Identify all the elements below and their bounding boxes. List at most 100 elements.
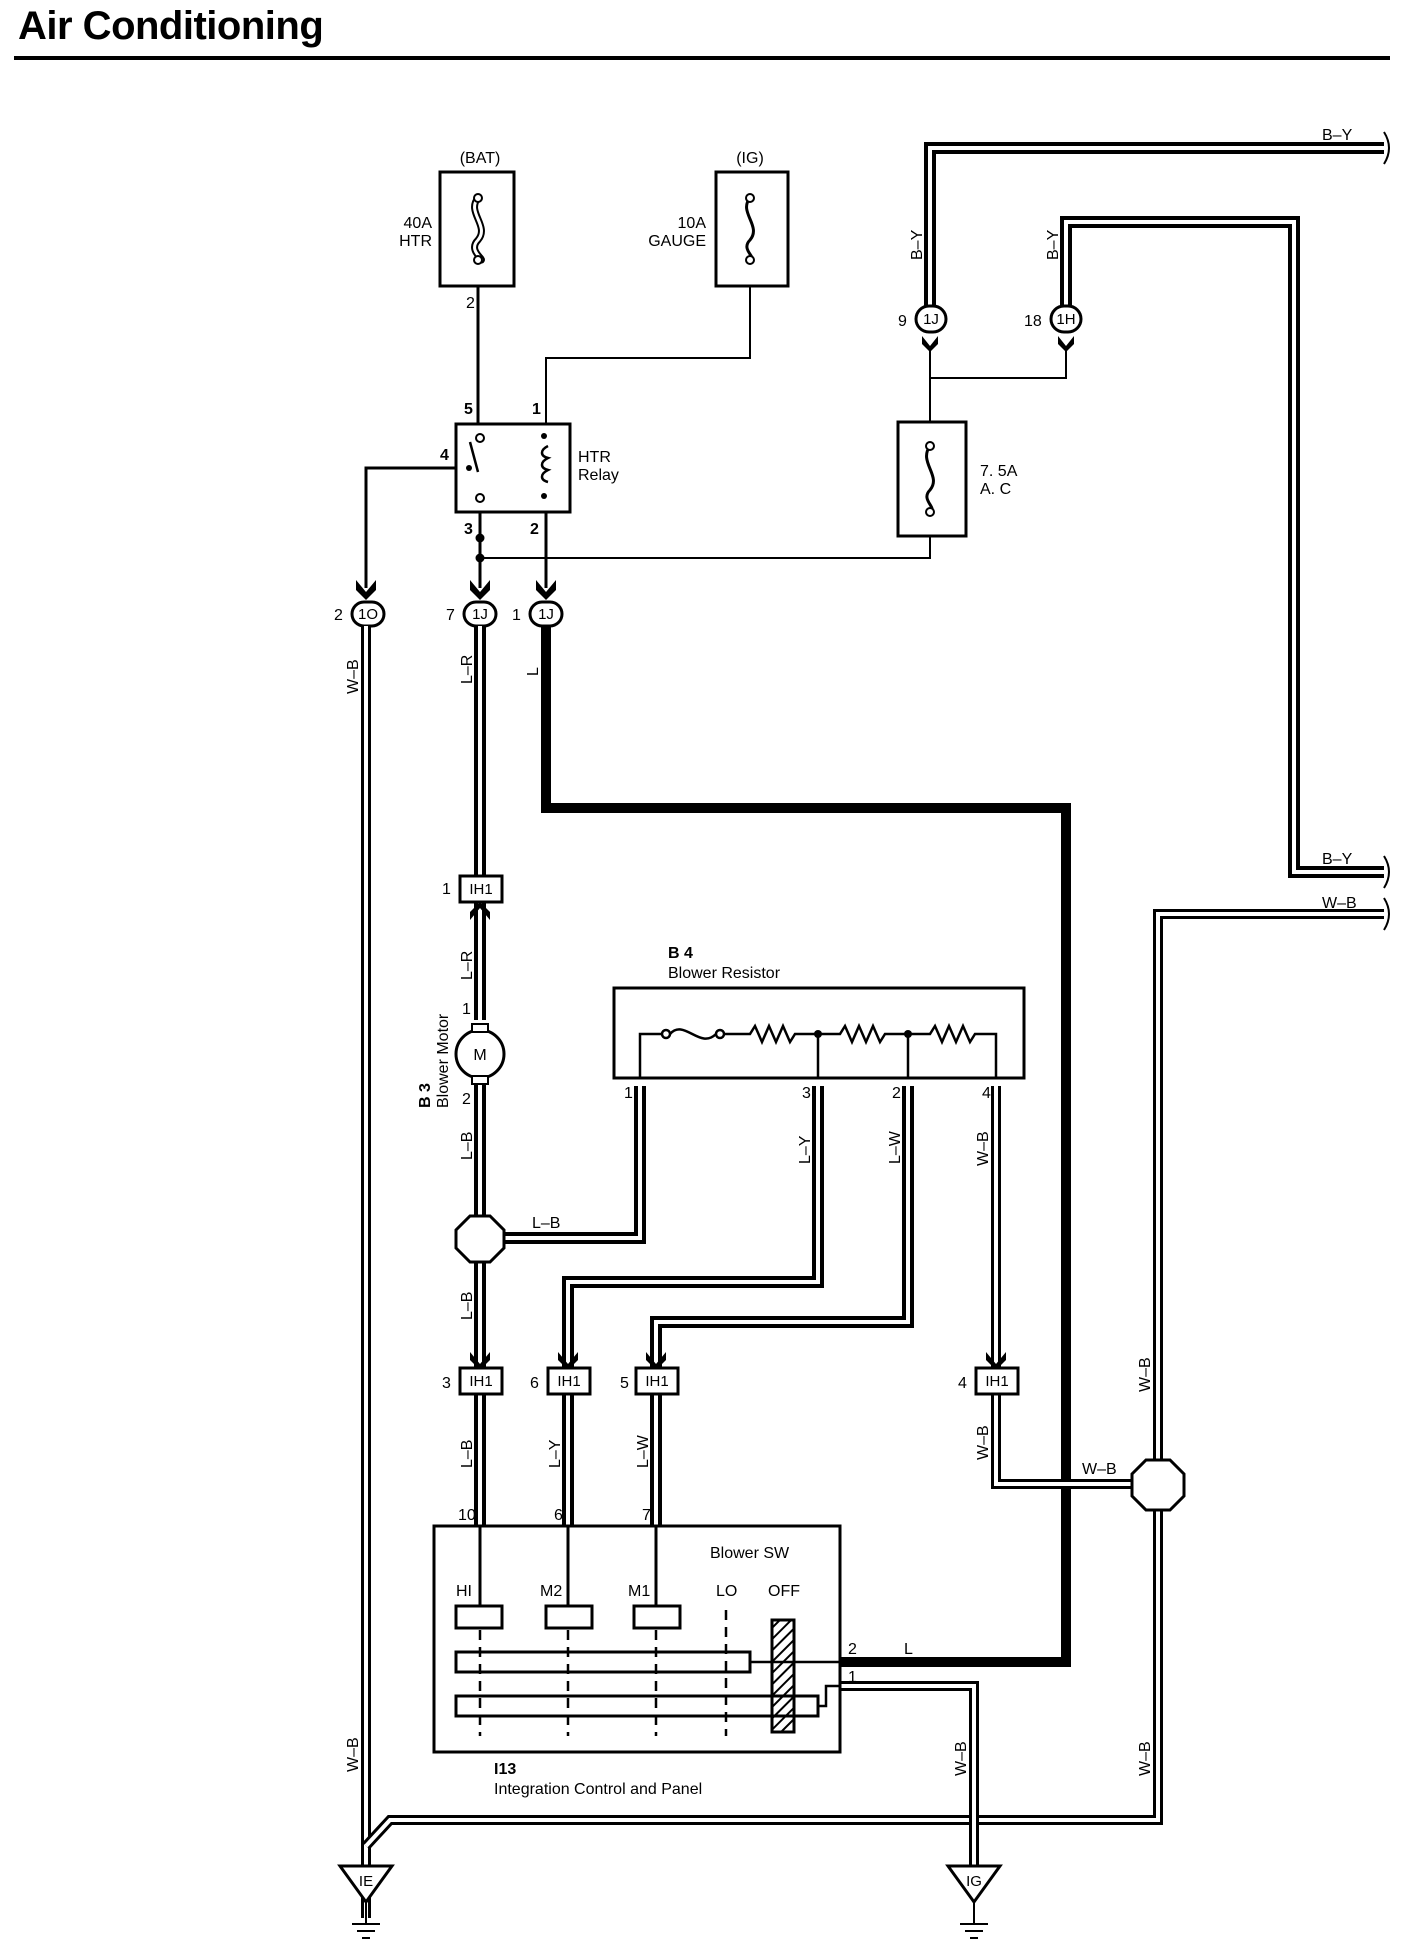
connector-ih1-4-id: IH1 <box>985 1373 1008 1390</box>
wire-label-lr-top: L–R <box>459 655 476 684</box>
junction-wb <box>1130 1458 1186 1512</box>
connector-ih1-1-pin: 1 <box>442 881 451 898</box>
htr-relay: HTR Relay 5 1 4 3 2 <box>440 401 619 538</box>
blower-motor: M 1 2 B 3 Blower Motor <box>417 1001 506 1108</box>
wire-label-by-v1: B–Y <box>909 229 926 260</box>
connector-ih1-6-id: IH1 <box>557 1373 580 1390</box>
connector-ih1-6-pin: 6 <box>530 1375 539 1392</box>
connector-ih1-4: IH1 4 <box>958 1352 1020 1396</box>
connector-1j-1-pin: 1 <box>512 607 521 624</box>
wire-label-l-sw: L <box>904 1641 913 1658</box>
blower-switch-name: Blower SW <box>710 1545 790 1562</box>
switch-pos-lo: LO <box>716 1583 737 1600</box>
blower-resistor-code: B 4 <box>668 945 693 962</box>
wire-label-wb-ig: W–B <box>953 1741 970 1776</box>
connector-1j-1-id: 1J <box>538 606 554 623</box>
ground-ie-label: IE <box>359 1873 373 1890</box>
connector-ih1-5: IH1 5 <box>620 1352 680 1396</box>
relay-pin-1: 1 <box>532 401 541 418</box>
switch-pin-2: 2 <box>848 1641 857 1658</box>
relay-name: HTR <box>578 449 611 466</box>
blower-switch: Blower SW HI M2 M1 LO OFF <box>432 1507 857 1798</box>
fuse-htr: (BAT) 40A HTR 2 <box>399 150 516 312</box>
connector-1h-18-id: 1H <box>1056 311 1075 328</box>
switch-pos-m1: M1 <box>628 1583 650 1600</box>
wire-label-lb-low: L–B <box>459 1292 476 1320</box>
connector-ih1-3-pin: 3 <box>442 1375 451 1392</box>
connector-ih1-5-pin: 5 <box>620 1375 629 1392</box>
connector-1j-9: 1J 9 <box>898 304 948 352</box>
relay-pin-2: 2 <box>530 521 539 538</box>
title-rule <box>14 56 1390 60</box>
integration-panel-name: Integration Control and Panel <box>494 1781 702 1798</box>
blower-resistor-pin-3: 3 <box>802 1085 811 1102</box>
ground-ie: IE <box>337 1864 395 1939</box>
relay-pin-4: 4 <box>440 447 449 464</box>
top-wiring <box>364 286 1067 588</box>
relay-pin-5: 5 <box>464 401 473 418</box>
relay-name2: Relay <box>578 467 619 484</box>
connector-1o-2: 1O 2 <box>334 580 386 628</box>
main-wiring <box>361 626 1384 1918</box>
switch-pin-6: 6 <box>554 1507 563 1524</box>
wire-label-wb-mid-right: W–B <box>1137 1357 1154 1392</box>
connector-1j-1: 1J 1 <box>512 580 564 628</box>
wire-label-ly-sw: L–Y <box>547 1439 564 1468</box>
fuse-htr-pin: 2 <box>466 295 475 312</box>
fuse-gauge-source: (IG) <box>736 150 764 167</box>
fuse-gauge-rating: 10A <box>678 215 707 232</box>
blower-motor-pin-2: 2 <box>462 1091 471 1108</box>
blower-resistor: B 4 Blower Resistor 1 3 2 4 <box>612 945 1026 1102</box>
connector-ih1-4-pin: 4 <box>958 1375 967 1392</box>
ground-ig-label: IG <box>966 1873 982 1890</box>
wire-label-by-right: B–Y <box>1322 851 1353 868</box>
fuse-htr-name: HTR <box>399 233 432 250</box>
connector-1h-18-pin: 18 <box>1024 313 1042 330</box>
blower-motor-symbol: M <box>473 1047 486 1064</box>
wire-label-by-top: B–Y <box>1322 127 1353 144</box>
wire-label-lr-motor: L–R <box>459 951 476 980</box>
wire-label-ly-res: L–Y <box>797 1135 814 1164</box>
connector-1o-2-pin: 2 <box>334 607 343 624</box>
wire-label-wb-right: W–B <box>1322 895 1357 912</box>
connector-1h-18: 1H 18 <box>1024 304 1083 352</box>
fuse-ac-rating: 7. 5A <box>980 463 1018 480</box>
connector-1j-9-pin: 9 <box>898 313 907 330</box>
connector-1o-2-id: 1O <box>358 606 378 623</box>
connector-ih1-3-id: IH1 <box>469 1373 492 1390</box>
wire-label-lb-h: L–B <box>532 1215 560 1232</box>
blower-resistor-name: Blower Resistor <box>668 965 781 982</box>
connector-ih1-1: IH1 1 <box>442 874 504 920</box>
connector-ih1-3: IH1 3 <box>442 1352 504 1396</box>
fuse-htr-source: (BAT) <box>460 150 501 167</box>
wire-label-l-top: L <box>525 667 542 676</box>
switch-pin-10: 10 <box>458 1507 476 1524</box>
connector-1j-7-id: 1J <box>472 606 488 623</box>
switch-pos-off: OFF <box>768 1583 800 1600</box>
blower-motor-pin-1: 1 <box>462 1001 471 1018</box>
blower-motor-name: Blower Motor <box>435 1013 452 1108</box>
fuse-gauge-name: GAUGE <box>648 233 706 250</box>
wire-label-wb-h: W–B <box>1082 1461 1117 1478</box>
wire-label-wb-ih4: W–B <box>975 1425 992 1460</box>
fuse-ac-name: A. C <box>980 481 1011 498</box>
connector-1j-9-id: 1J <box>923 311 939 328</box>
wire-label-wb-low-right: W–B <box>1137 1741 1154 1776</box>
wire-label-lb-motor: L–B <box>459 1132 476 1160</box>
wire-label-lw-res: L–W <box>887 1130 904 1164</box>
integration-panel-code: I13 <box>494 1761 516 1778</box>
wire-label-wb-left-top: W–B <box>345 659 362 694</box>
connector-ih1-1-id: IH1 <box>469 881 492 898</box>
switch-pos-hi: HI <box>456 1583 472 1600</box>
fuse-htr-rating: 40A <box>404 215 433 232</box>
wire-label-wb-res: W–B <box>975 1131 992 1166</box>
switch-pin-1: 1 <box>848 1669 857 1686</box>
wire-label-lb-sw: L–B <box>459 1440 476 1468</box>
relay-pin-3: 3 <box>464 521 473 538</box>
blower-resistor-pin-1: 1 <box>624 1085 633 1102</box>
blower-resistor-pin-4: 4 <box>982 1085 991 1102</box>
wire-label-lw-sw: L–W <box>635 1434 652 1468</box>
page-title: Air Conditioning <box>18 4 324 48</box>
blower-resistor-pin-2: 2 <box>892 1085 901 1102</box>
